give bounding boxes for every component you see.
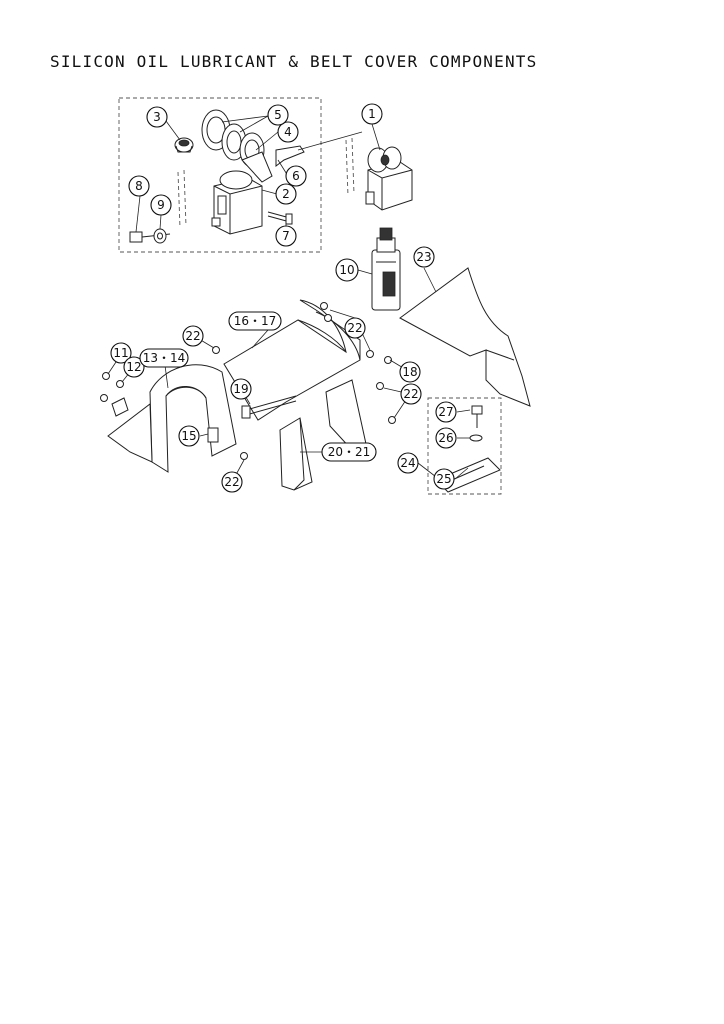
svg-text:7: 7 xyxy=(282,229,290,243)
guide-line xyxy=(177,169,187,229)
washer-part-26 xyxy=(469,434,483,442)
svg-text:18: 18 xyxy=(402,365,417,379)
svg-text:8: 8 xyxy=(135,179,143,193)
callout-10: 10 xyxy=(335,258,359,282)
svg-text:9: 9 xyxy=(157,198,165,212)
rear-plate xyxy=(399,267,531,407)
callout-22-c: 22 xyxy=(400,383,422,405)
callout-7: 7 xyxy=(275,225,297,247)
screws-11-12 xyxy=(100,372,129,417)
svg-text:5: 5 xyxy=(274,108,282,122)
washer-group-box xyxy=(427,397,502,495)
svg-text:22: 22 xyxy=(185,329,200,343)
svg-text:3: 3 xyxy=(153,110,161,124)
callout-26: 26 xyxy=(435,427,457,449)
callout-19: 19 xyxy=(230,378,252,400)
svg-text:24: 24 xyxy=(400,456,415,470)
svg-text:19: 19 xyxy=(233,382,248,396)
svg-text:20・21: 20・21 xyxy=(328,445,371,459)
callout-12: 12 xyxy=(123,356,145,378)
svg-text:12: 12 xyxy=(126,360,141,374)
callout-2: 2 xyxy=(275,183,297,205)
page-title: SILICON OIL LUBRICANT & BELT COVER COMPO… xyxy=(50,52,538,71)
oil-bottle xyxy=(371,227,401,311)
callout-22-a: 22 xyxy=(182,325,204,347)
lubricant-group-box xyxy=(118,97,322,253)
screw-part-27 xyxy=(471,405,483,428)
screw-part-7 xyxy=(267,211,293,225)
callout-5: 5 xyxy=(267,104,289,126)
svg-text:11: 11 xyxy=(113,346,128,360)
callout-13-14: 13・14 xyxy=(139,348,189,368)
washer-part-9 xyxy=(153,228,167,244)
support-stand xyxy=(279,417,313,491)
lubricator-assembled xyxy=(365,146,413,211)
lubricator-body xyxy=(211,170,263,235)
left-bottom-plate xyxy=(107,403,153,463)
callout-23: 23 xyxy=(413,246,435,268)
rod-part-19 xyxy=(241,395,297,419)
bracket-part-6 xyxy=(275,145,305,167)
svg-text:23: 23 xyxy=(416,250,431,264)
callout-24: 24 xyxy=(397,452,419,474)
callout-8: 8 xyxy=(128,175,150,197)
svg-text:22: 22 xyxy=(403,387,418,401)
callout-18: 18 xyxy=(399,361,421,383)
callout-27: 27 xyxy=(435,401,457,423)
svg-text:6: 6 xyxy=(292,169,300,183)
svg-text:15: 15 xyxy=(181,429,196,443)
callout-6: 6 xyxy=(285,165,307,187)
callout-22-b: 22 xyxy=(344,317,366,339)
felt-holder xyxy=(241,151,273,183)
svg-text:25: 25 xyxy=(436,472,451,486)
knob-part-3 xyxy=(174,137,194,153)
svg-text:26: 26 xyxy=(438,431,453,445)
svg-text:10: 10 xyxy=(339,263,354,277)
callout-15: 15 xyxy=(178,425,200,447)
screws-22 xyxy=(212,302,396,460)
right-plate xyxy=(325,379,367,451)
svg-text:16・17: 16・17 xyxy=(234,314,277,328)
svg-text:27: 27 xyxy=(438,405,453,419)
callout-16-17: 16・17 xyxy=(228,311,282,331)
callout-20-21: 20・21 xyxy=(321,442,377,462)
svg-text:1: 1 xyxy=(368,107,376,121)
latch-part-15 xyxy=(207,427,219,443)
callout-3: 3 xyxy=(146,106,168,128)
upper-cover xyxy=(223,299,361,421)
callout-22-d: 22 xyxy=(221,471,243,493)
callout-25: 25 xyxy=(433,468,455,490)
front-cover xyxy=(149,364,237,473)
callout-9: 9 xyxy=(150,194,172,216)
callout-4: 4 xyxy=(277,121,299,143)
svg-text:2: 2 xyxy=(282,187,290,201)
callout-1: 1 xyxy=(361,103,383,125)
svg-text:22: 22 xyxy=(224,475,239,489)
callout-11: 11 xyxy=(110,342,132,364)
svg-text:22: 22 xyxy=(347,321,362,335)
svg-text:4: 4 xyxy=(284,125,292,139)
svg-text:13・14: 13・14 xyxy=(143,351,186,365)
